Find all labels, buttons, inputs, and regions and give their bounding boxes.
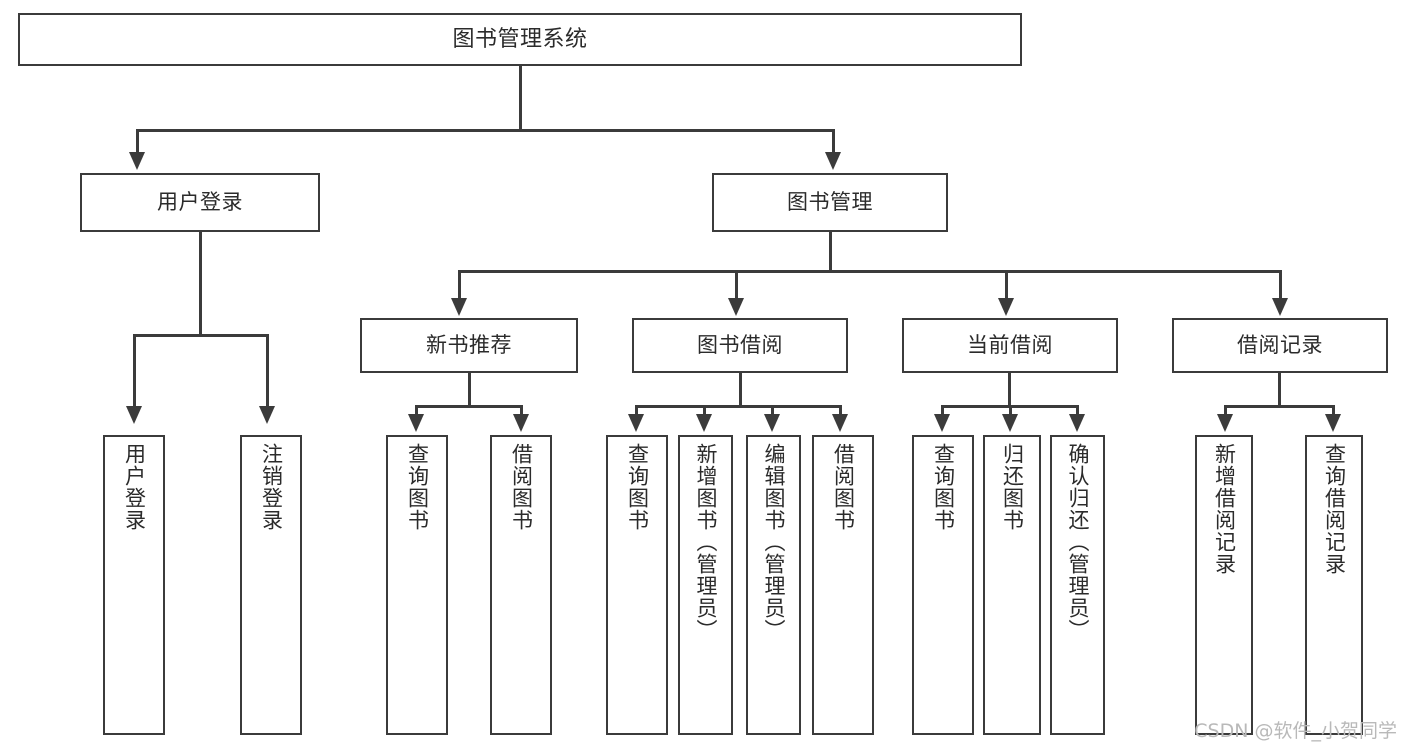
connector-drop-book-borrow (735, 270, 738, 303)
node-label: 图书管理 (787, 190, 873, 215)
leaf-add-borrow-record[interactable]: 新增借阅记录 (1195, 435, 1253, 735)
node-label: 查询图书 (625, 443, 650, 531)
connector-book-manage-stem (829, 232, 832, 272)
connector-tier3-bus (458, 270, 1282, 273)
connector-root-stem (519, 66, 522, 129)
node-label: 新书推荐 (426, 333, 512, 358)
connector-current-borrow-stem (1008, 373, 1011, 407)
connector-borrow-record-bus (1224, 405, 1335, 408)
connector-drop-leaf-user-login (133, 334, 136, 411)
connector-drop-new-book (458, 270, 461, 303)
connector-drop-leaf-query-book-1 (415, 405, 418, 419)
leaf-borrow-book[interactable]: 借阅图书 (812, 435, 874, 735)
connector-book-borrow-stem (739, 373, 742, 407)
arrowhead-leaf-query-record (1325, 414, 1341, 432)
leaf-borrow-book-recommend[interactable]: 借阅图书 (490, 435, 552, 735)
node-label: 图书借阅 (697, 333, 783, 358)
watermark-text: CSDN @软件_小贺同学 (1194, 720, 1397, 742)
connector-new-book-stem (468, 373, 471, 407)
node-borrow-record[interactable]: 借阅记录 (1172, 318, 1388, 373)
arrowhead-leaf-borrow-book-2 (832, 414, 848, 432)
arrowhead-new-book (451, 298, 467, 316)
connector-drop-borrow-record (1279, 270, 1282, 303)
connector-drop-leaf-borrow-book-2 (839, 405, 842, 419)
connector-drop-leaf-borrow-book-1 (520, 405, 523, 419)
arrowhead-leaf-logout (259, 406, 275, 424)
connector-book-borrow-bus (635, 405, 842, 408)
connector-user-login-stem (199, 232, 202, 336)
arrowhead-leaf-user-login (126, 406, 142, 424)
connector-tier2-bus (136, 129, 835, 132)
connector-user-login-bus (133, 334, 269, 337)
node-label: 新增借阅记录 (1212, 443, 1237, 575)
connector-drop-leaf-query-book-2 (635, 405, 638, 419)
arrowhead-leaf-confirm-return (1069, 414, 1085, 432)
leaf-add-book-admin[interactable]: 新增图书（管理员） (678, 435, 733, 735)
node-label: 新增图书（管理员） (694, 443, 719, 641)
node-label: 用户登录 (122, 443, 147, 531)
arrowhead-leaf-query-book-2 (628, 414, 644, 432)
connector-drop-leaf-query-record (1332, 405, 1335, 419)
arrowhead-leaf-add-record (1217, 414, 1233, 432)
node-label: 当前借阅 (967, 333, 1053, 358)
connector-drop-current-borrow (1005, 270, 1008, 303)
arrowhead-leaf-query-book-3 (934, 414, 950, 432)
arrowhead-book-manage (825, 152, 841, 170)
node-label: 图书管理系统 (452, 26, 588, 52)
connector-drop-leaf-edit-book (771, 405, 774, 419)
node-current-borrow[interactable]: 当前借阅 (902, 318, 1118, 373)
node-label: 归还图书 (1000, 443, 1025, 531)
node-label: 查询图书 (931, 443, 956, 531)
leaf-logout[interactable]: 注销登录 (240, 435, 302, 735)
connector-drop-leaf-confirm-return (1076, 405, 1079, 419)
node-book-management[interactable]: 图书管理 (712, 173, 948, 232)
arrowhead-user-login (129, 152, 145, 170)
connector-drop-leaf-return-book (1009, 405, 1012, 419)
leaf-edit-book-admin[interactable]: 编辑图书（管理员） (746, 435, 801, 735)
arrowhead-borrow-record (1272, 298, 1288, 316)
node-label: 借阅图书 (831, 443, 856, 531)
arrowhead-leaf-return-book (1002, 414, 1018, 432)
node-label: 编辑图书（管理员） (762, 443, 787, 641)
node-label: 查询借阅记录 (1322, 443, 1347, 575)
leaf-query-book-recommend[interactable]: 查询图书 (386, 435, 448, 735)
leaf-query-book-current[interactable]: 查询图书 (912, 435, 974, 735)
connector-borrow-record-stem (1278, 373, 1281, 407)
leaf-query-borrow-record[interactable]: 查询借阅记录 (1305, 435, 1363, 735)
arrowhead-leaf-borrow-book-1 (513, 414, 529, 432)
connector-drop-leaf-add-book (703, 405, 706, 419)
node-label: 注销登录 (259, 443, 284, 531)
leaf-user-login[interactable]: 用户登录 (103, 435, 165, 735)
node-label: 确认归还（管理员） (1066, 443, 1091, 641)
arrowhead-book-borrow (728, 298, 744, 316)
connector-drop-leaf-add-record (1224, 405, 1227, 419)
connector-drop-leaf-query-book-3 (941, 405, 944, 419)
leaf-return-book[interactable]: 归还图书 (983, 435, 1041, 735)
leaf-query-book-borrow[interactable]: 查询图书 (606, 435, 668, 735)
node-book-borrow[interactable]: 图书借阅 (632, 318, 848, 373)
connector-drop-book-manage (832, 129, 835, 156)
leaf-confirm-return-admin[interactable]: 确认归还（管理员） (1050, 435, 1105, 735)
node-label: 借阅记录 (1237, 333, 1323, 358)
connector-new-book-bus (415, 405, 523, 408)
node-label: 借阅图书 (509, 443, 534, 531)
arrowhead-leaf-edit-book (764, 414, 780, 432)
node-user-login[interactable]: 用户登录 (80, 173, 320, 232)
connector-drop-leaf-logout (266, 334, 269, 411)
node-label: 查询图书 (405, 443, 430, 531)
arrowhead-current-borrow (998, 298, 1014, 316)
arrowhead-leaf-add-book (696, 414, 712, 432)
connector-drop-user-login (136, 129, 139, 156)
node-label: 用户登录 (157, 190, 243, 215)
node-root-system[interactable]: 图书管理系统 (18, 13, 1022, 66)
arrowhead-leaf-query-book-1 (408, 414, 424, 432)
node-new-book-recommend[interactable]: 新书推荐 (360, 318, 578, 373)
